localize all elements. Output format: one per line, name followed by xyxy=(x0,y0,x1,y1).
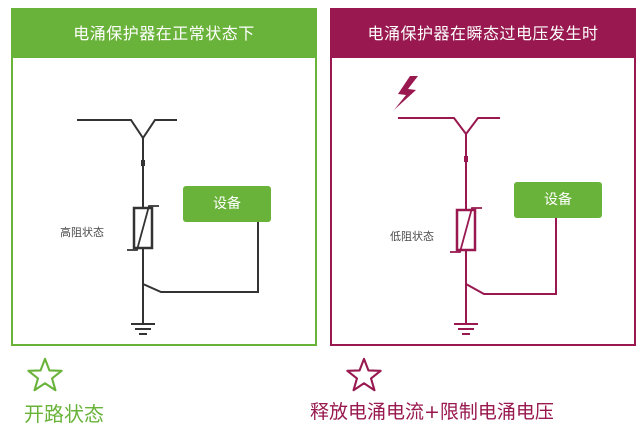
star-icon xyxy=(27,357,63,392)
star-icon xyxy=(346,357,382,392)
surge-release-caption: 释放电涌电流+限制电涌电压 xyxy=(310,401,554,423)
surge-state-header: 电涌保护器在瞬态过电压发生时 xyxy=(332,10,634,58)
device-box: 设备 xyxy=(514,182,602,218)
open-circuit-caption: 开路状态 xyxy=(24,402,104,426)
high-impedance-label: 高阻状态 xyxy=(60,226,104,239)
normal-state-panel: 电涌保护器在正常状态下 设备 高阻状态 xyxy=(11,8,317,346)
varistor-icon xyxy=(450,207,482,253)
device-box: 设备 xyxy=(183,186,271,222)
low-impedance-label: 低阻状态 xyxy=(390,230,434,243)
input-line xyxy=(77,119,177,140)
ground-icon xyxy=(454,323,478,335)
ground-icon xyxy=(131,323,155,335)
surge-state-panel: 电涌保护器在瞬态过电压发生时 设备 低阻状态 xyxy=(330,8,636,346)
surge-state-circuit xyxy=(394,76,557,335)
device-return-wire xyxy=(142,221,259,293)
break-mark xyxy=(141,160,145,166)
break-mark xyxy=(464,156,468,162)
varistor-icon xyxy=(127,205,159,251)
normal-state-header: 电涌保护器在正常状态下 xyxy=(13,10,315,58)
input-line xyxy=(398,117,500,136)
lightning-icon xyxy=(394,76,418,110)
normal-state-circuit xyxy=(77,119,259,335)
device-return-wire xyxy=(465,216,557,295)
